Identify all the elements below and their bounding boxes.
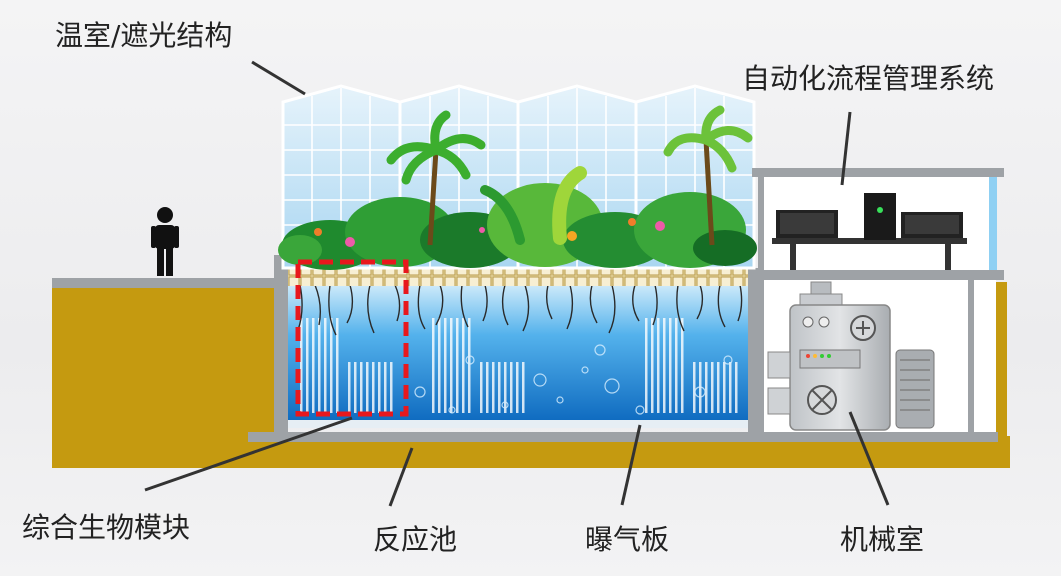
leader-module: [144, 416, 353, 492]
person-icon: [151, 207, 179, 276]
label-aeration-plate: 曝气板: [585, 523, 670, 556]
pump-machine-icon: [767, 281, 935, 431]
leader-tank: [388, 447, 414, 507]
leader-automation: [840, 111, 852, 186]
label-reaction-tank: 反应池: [373, 523, 458, 556]
bubbles: [414, 344, 733, 415]
growth-media-layer: [288, 268, 748, 286]
ground: [52, 278, 1010, 468]
leader-machine-room: [848, 411, 890, 506]
leader-lines: [144, 60, 890, 507]
leader-aeration: [620, 424, 642, 506]
plants: [278, 105, 757, 270]
control-room: [752, 168, 1004, 280]
label-machine-room: 机械室: [840, 523, 925, 556]
machine-room: [758, 280, 996, 432]
label-automation: 自动化流程管理系统: [742, 62, 995, 95]
aeration-fins: [300, 318, 738, 413]
computer-monitor-icon: [776, 193, 963, 240]
label-bio-module: 综合生物模块: [22, 511, 191, 544]
leader-greenhouse: [251, 60, 306, 96]
label-greenhouse: 温室/遮光结构: [55, 19, 233, 52]
plant-roots: [297, 284, 743, 336]
bio-module-highlight: [295, 259, 409, 417]
